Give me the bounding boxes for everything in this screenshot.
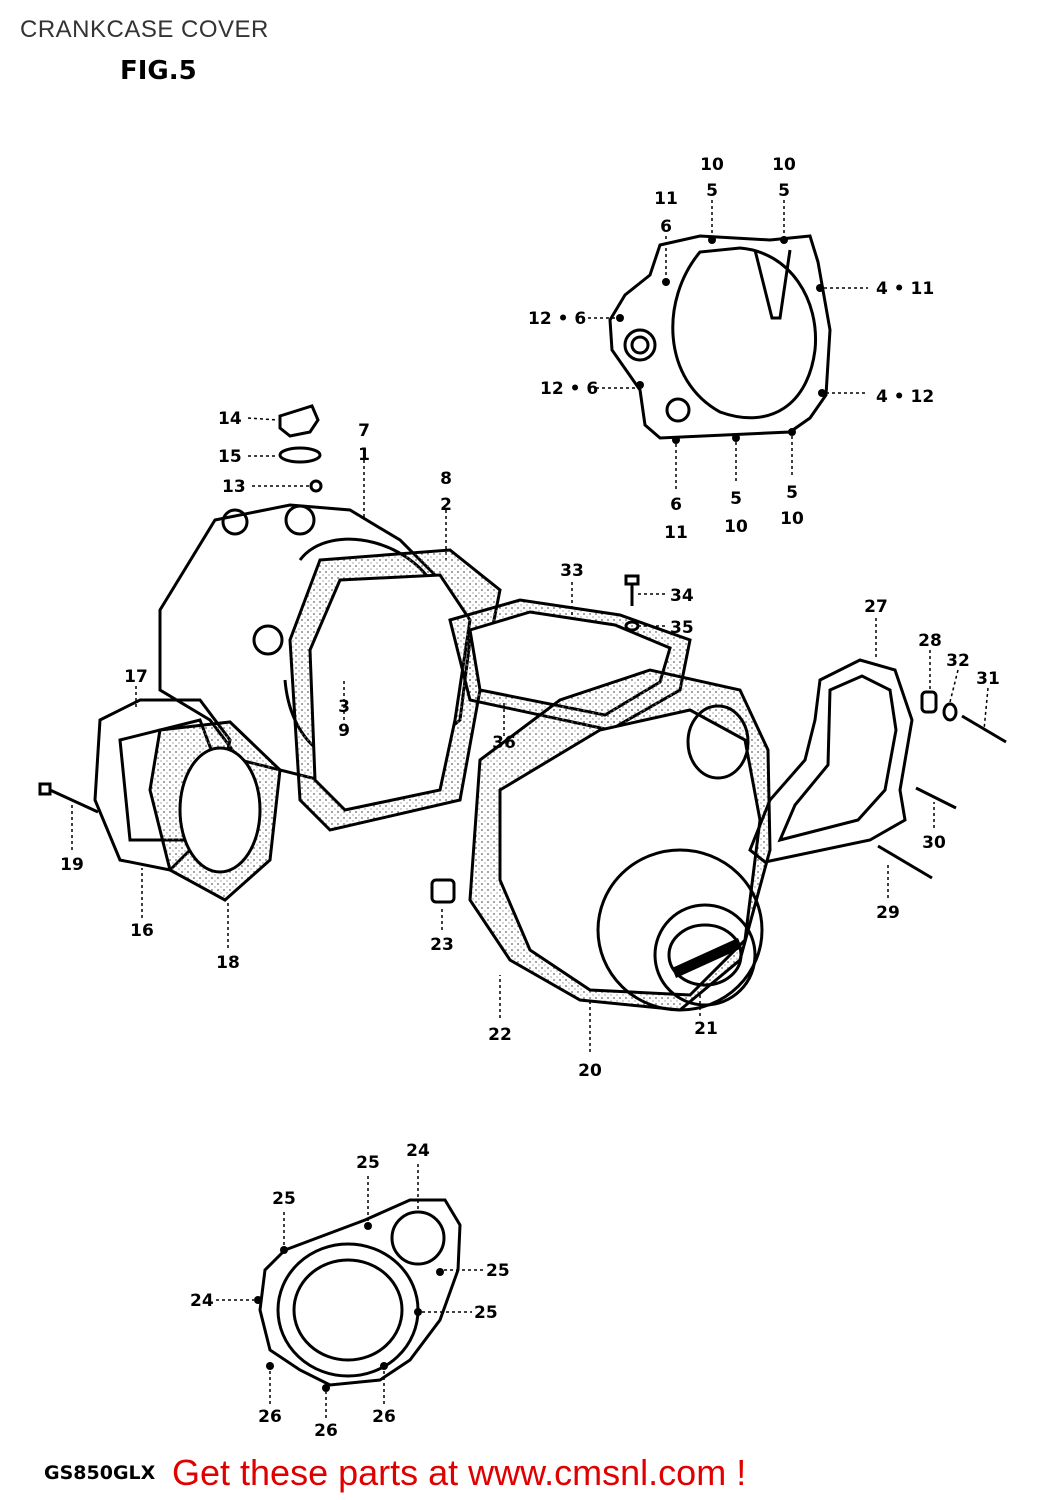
callout-label: 21	[694, 1019, 718, 1039]
callout-label: 5	[778, 181, 790, 201]
callout-label: 35	[670, 618, 694, 638]
callout-label: 6	[660, 217, 672, 237]
callout-label: 25	[474, 1303, 498, 1323]
callout-label: 25	[486, 1261, 510, 1281]
callout-label: 6	[670, 495, 682, 515]
callout-label: 34	[670, 586, 694, 606]
callout-label: 10	[772, 155, 796, 175]
callout-label: 32	[946, 651, 970, 671]
callout-label: 11	[654, 189, 678, 209]
callout-label: 10	[780, 509, 804, 529]
callout-label: 4 • 11	[876, 279, 934, 299]
bolt-19	[38, 782, 99, 814]
sprocket-cover	[748, 658, 914, 864]
callout-label: 9	[338, 721, 350, 741]
callout-label: 11	[664, 523, 688, 543]
bolts-28-31	[877, 690, 1007, 880]
callout-label: 7	[358, 421, 370, 441]
oil-filler-cap	[278, 404, 323, 493]
callout-label: 16	[130, 921, 154, 941]
callout-label: 23	[430, 935, 454, 955]
callout-label: 17	[124, 667, 148, 687]
callout-label: 19	[60, 855, 84, 875]
callout-label: 14	[218, 409, 242, 429]
callout-label: 3	[338, 697, 350, 717]
callout-label: 18	[216, 953, 240, 973]
callout-label: 1	[358, 445, 370, 465]
callout-label: 5	[730, 489, 742, 509]
callout-label: 25	[356, 1153, 380, 1173]
bolt-34	[624, 574, 640, 632]
callout-label: 36	[492, 733, 516, 753]
callout-label: 26	[314, 1421, 338, 1441]
callout-label: 24	[190, 1291, 214, 1311]
callout-label: 26	[372, 1407, 396, 1427]
clutch-release-gasket	[148, 720, 282, 902]
callout-label: 5	[786, 483, 798, 503]
cover-bolt-holes	[616, 236, 826, 444]
callout-label: 8	[440, 469, 452, 489]
callout-label: 24	[406, 1141, 430, 1161]
lower-cover-holes	[254, 1222, 444, 1392]
callout-label: 25	[272, 1189, 296, 1209]
callout-label: 15	[218, 447, 242, 467]
callout-labels: 10 5 10 5 11 6 4 • 11 12 • 6 12 • 6 4 • …	[60, 155, 1000, 1441]
lower-cover	[258, 1198, 462, 1387]
callout-label: 33	[560, 561, 584, 581]
signal-generator-cover	[608, 234, 832, 440]
callout-label: 10	[700, 155, 724, 175]
callout-label: 12 • 6	[540, 379, 598, 399]
cover-leader-lines	[582, 200, 868, 490]
clutch-cover-gasket	[288, 548, 502, 832]
callout-label: 4 • 12	[876, 387, 934, 407]
parts-link[interactable]: Get these parts at www.cmsnl.com !	[172, 1452, 747, 1493]
callout-label: 12 • 6	[528, 309, 586, 329]
callout-label: 31	[976, 669, 1000, 689]
callout-label: 29	[876, 903, 900, 923]
dowel-23	[430, 878, 456, 904]
model-code: GS850GLX	[44, 1462, 156, 1484]
callout-label: 27	[864, 597, 888, 617]
generator-emblem	[672, 938, 742, 978]
page-title: CRANKCASE COVER	[20, 16, 269, 43]
callout-label: 26	[258, 1407, 282, 1427]
callout-label: 30	[922, 833, 946, 853]
generator-cover	[498, 704, 764, 1012]
callout-label: 20	[578, 1061, 602, 1081]
callout-label: 13	[222, 477, 246, 497]
figure-label: FIG.5	[120, 56, 197, 86]
callout-label: 22	[488, 1025, 512, 1045]
callout-label: 2	[440, 495, 452, 515]
callout-label: 10	[724, 517, 748, 537]
callout-label: 5	[706, 181, 718, 201]
callout-label: 28	[918, 631, 942, 651]
